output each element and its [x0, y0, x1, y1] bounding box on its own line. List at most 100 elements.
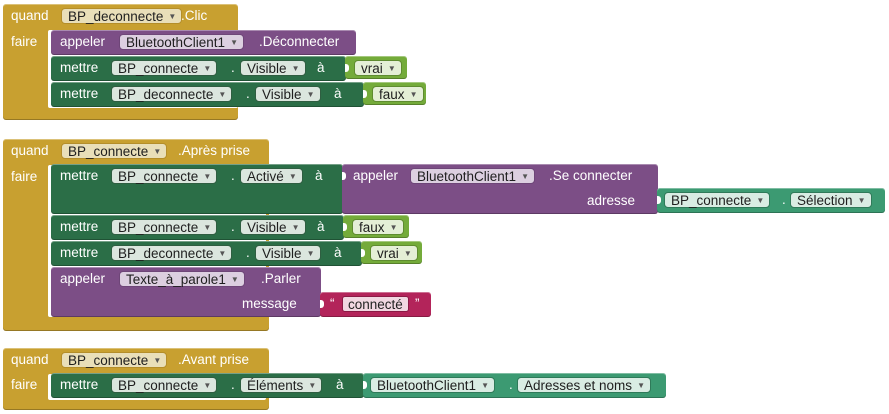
event-component-dropdown[interactable]: BP_deconnecte▼ [61, 8, 183, 24]
a-keyword: à [336, 377, 344, 392]
set-component-label: BP_connecte [118, 378, 199, 393]
open-quote: “ [330, 296, 335, 311]
set-component-label: BP_deconnecte [118, 87, 214, 102]
getter-property-dropdown[interactable]: Adresses et noms ▼ [517, 377, 652, 393]
event-name-label: .Avant prise [178, 352, 250, 367]
mettre-keyword: mettre [60, 219, 99, 234]
set-component-label: BP_connecte [118, 61, 199, 76]
faire-keyword: faire [11, 34, 38, 49]
mettre-keyword: mettre [60, 168, 99, 183]
call-component-dropdown[interactable]: BluetoothClient1▼ [119, 34, 245, 50]
set-component-dropdown[interactable]: BP_deconnecte ▼ [111, 245, 233, 261]
chevron-down-icon: ▼ [409, 90, 418, 99]
input-connector [320, 300, 324, 308]
set-component-dropdown[interactable]: BP_connecte▼ [111, 168, 218, 184]
input-connector [343, 223, 347, 231]
set-component-dropdown[interactable]: BP_connecte▼ [111, 219, 218, 235]
chevron-down-icon: ▼ [403, 249, 412, 258]
logic-value-label: vrai [361, 61, 383, 76]
mettre-keyword: mettre [60, 86, 99, 101]
logic-block-faux[interactable]: faux ▼ [343, 215, 409, 238]
chevron-down-icon: ▼ [203, 381, 212, 390]
call-component-dropdown[interactable]: Texte_à_parole1▼ [119, 271, 245, 287]
getter-property-label: Sélection [797, 193, 853, 208]
chevron-down-icon: ▼ [637, 381, 646, 390]
set-block-bp-deconnecte-visible[interactable]: mettre BP_deconnecte ▼ . Visible▼ à [51, 82, 364, 107]
event-component-label: BP_connecte [68, 353, 149, 368]
a-keyword: à [317, 60, 325, 75]
input-connector [361, 249, 365, 257]
text-block-connecte[interactable]: “ connecté ” [320, 292, 431, 317]
call-component-label: BluetoothClient1 [126, 35, 226, 50]
logic-value-dropdown[interactable]: vrai ▼ [370, 245, 418, 261]
getter-component-dropdown[interactable]: BluetoothClient1▼ [370, 377, 496, 393]
getter-component-label: BP_connecte [671, 193, 752, 208]
set-component-dropdown[interactable]: BP_deconnecte ▼ [111, 86, 233, 102]
logic-value-label: faux [379, 87, 405, 102]
set-block-bp-connecte-visible[interactable]: mettre BP_connecte▼ . Visible▼ à [51, 215, 344, 240]
set-block-bp-connecte-active[interactable]: mettre BP_connecte▼ . Activé▼ à [51, 164, 343, 214]
logic-block-faux[interactable]: faux ▼ [363, 82, 426, 105]
text-value-field[interactable]: connecté [342, 296, 409, 312]
set-property-label: Visible [262, 87, 302, 102]
chevron-down-icon: ▼ [389, 223, 398, 232]
quand-keyword: quand [11, 143, 49, 158]
logic-value-label: vrai [377, 246, 399, 261]
chevron-down-icon: ▼ [521, 172, 530, 181]
mettre-keyword: mettre [60, 60, 99, 75]
event-component-label: BP_connecte [68, 144, 149, 159]
logic-value-dropdown[interactable]: vrai ▼ [354, 60, 402, 76]
logic-block-vrai[interactable]: vrai ▼ [345, 56, 407, 79]
chevron-down-icon: ▼ [756, 196, 765, 205]
set-block-bp-connecte-elements[interactable]: mettre BP_connecte▼ . Éléments▼ à [51, 373, 364, 398]
chevron-down-icon: ▼ [387, 64, 396, 73]
event-component-dropdown[interactable]: BP_connecte▼ [61, 143, 168, 159]
component-getter-bp-connecte-selection[interactable]: BP_connecte▼ . Sélection▼ [657, 188, 885, 213]
getter-component-label: BluetoothClient1 [377, 378, 477, 393]
getter-component-dropdown[interactable]: BP_connecte ▼ [664, 192, 771, 208]
mettre-keyword: mettre [60, 245, 99, 260]
set-property-dropdown[interactable]: Visible▼ [240, 219, 306, 235]
set-property-dropdown[interactable]: Visible▼ [255, 245, 321, 261]
appeler-keyword: appeler [60, 271, 106, 286]
set-component-label: BP_deconnecte [118, 246, 214, 261]
dot-separator: . [509, 377, 513, 392]
chevron-down-icon: ▼ [153, 356, 162, 365]
call-component-dropdown[interactable]: BluetoothClient1▼ [410, 168, 536, 184]
chevron-down-icon: ▼ [168, 12, 177, 21]
component-getter-bluetooth-adresses[interactable]: BluetoothClient1▼ . Adresses et noms ▼ [363, 373, 666, 398]
set-block-bp-deconnecte-visible[interactable]: mettre BP_deconnecte▼ . Visible▼ à [51, 241, 362, 266]
getter-property-dropdown[interactable]: Sélection▼ [790, 192, 872, 208]
logic-value-dropdown[interactable]: faux ▼ [352, 219, 404, 235]
getter-property-label: Adresses et noms [524, 378, 633, 393]
logic-block-vrai[interactable]: vrai ▼ [361, 241, 422, 264]
set-property-dropdown[interactable]: Visible▼ [255, 86, 321, 102]
chevron-down-icon: ▼ [218, 90, 227, 99]
appeler-keyword: appeler [60, 34, 106, 49]
dot-separator: . [231, 377, 235, 392]
logic-value-dropdown[interactable]: faux ▼ [372, 86, 424, 102]
a-keyword: à [334, 86, 342, 101]
call-block-bluetooth-deconnecter[interactable]: appeler BluetoothClient1▼ .Déconnecter [51, 30, 356, 55]
input-connector [363, 381, 367, 389]
set-component-dropdown[interactable]: BP_connecte▼ [111, 60, 218, 76]
chevron-down-icon: ▼ [306, 249, 315, 258]
event-name-label: .Clic [181, 8, 208, 23]
appeler-keyword: appeler [353, 168, 399, 183]
set-property-dropdown[interactable]: Éléments▼ [240, 377, 323, 393]
set-property-dropdown[interactable]: Visible▼ [240, 60, 306, 76]
event-component-dropdown[interactable]: BP_connecte ▼ [61, 352, 168, 368]
dot-separator: . [246, 86, 250, 101]
a-keyword: à [315, 168, 323, 183]
set-property-dropdown[interactable]: Activé▼ [240, 168, 303, 184]
call-block-bluetooth-se-connecter[interactable]: appeler BluetoothClient1▼ .Se connecter … [342, 164, 658, 214]
chevron-down-icon: ▼ [230, 275, 239, 284]
close-quote: ” [415, 296, 420, 311]
set-property-label: Activé [247, 169, 284, 184]
logic-value-label: faux [359, 220, 385, 235]
faire-keyword: faire [11, 377, 38, 392]
set-block-bp-connecte-visible[interactable]: mettre BP_connecte▼ . Visible▼ à [51, 56, 346, 81]
set-component-dropdown[interactable]: BP_connecte ▼ [111, 377, 218, 393]
chevron-down-icon: ▼ [218, 249, 227, 258]
call-block-texte-a-parole-parler[interactable]: appeler Texte_à_parole1▼ .Parler message [51, 267, 321, 317]
